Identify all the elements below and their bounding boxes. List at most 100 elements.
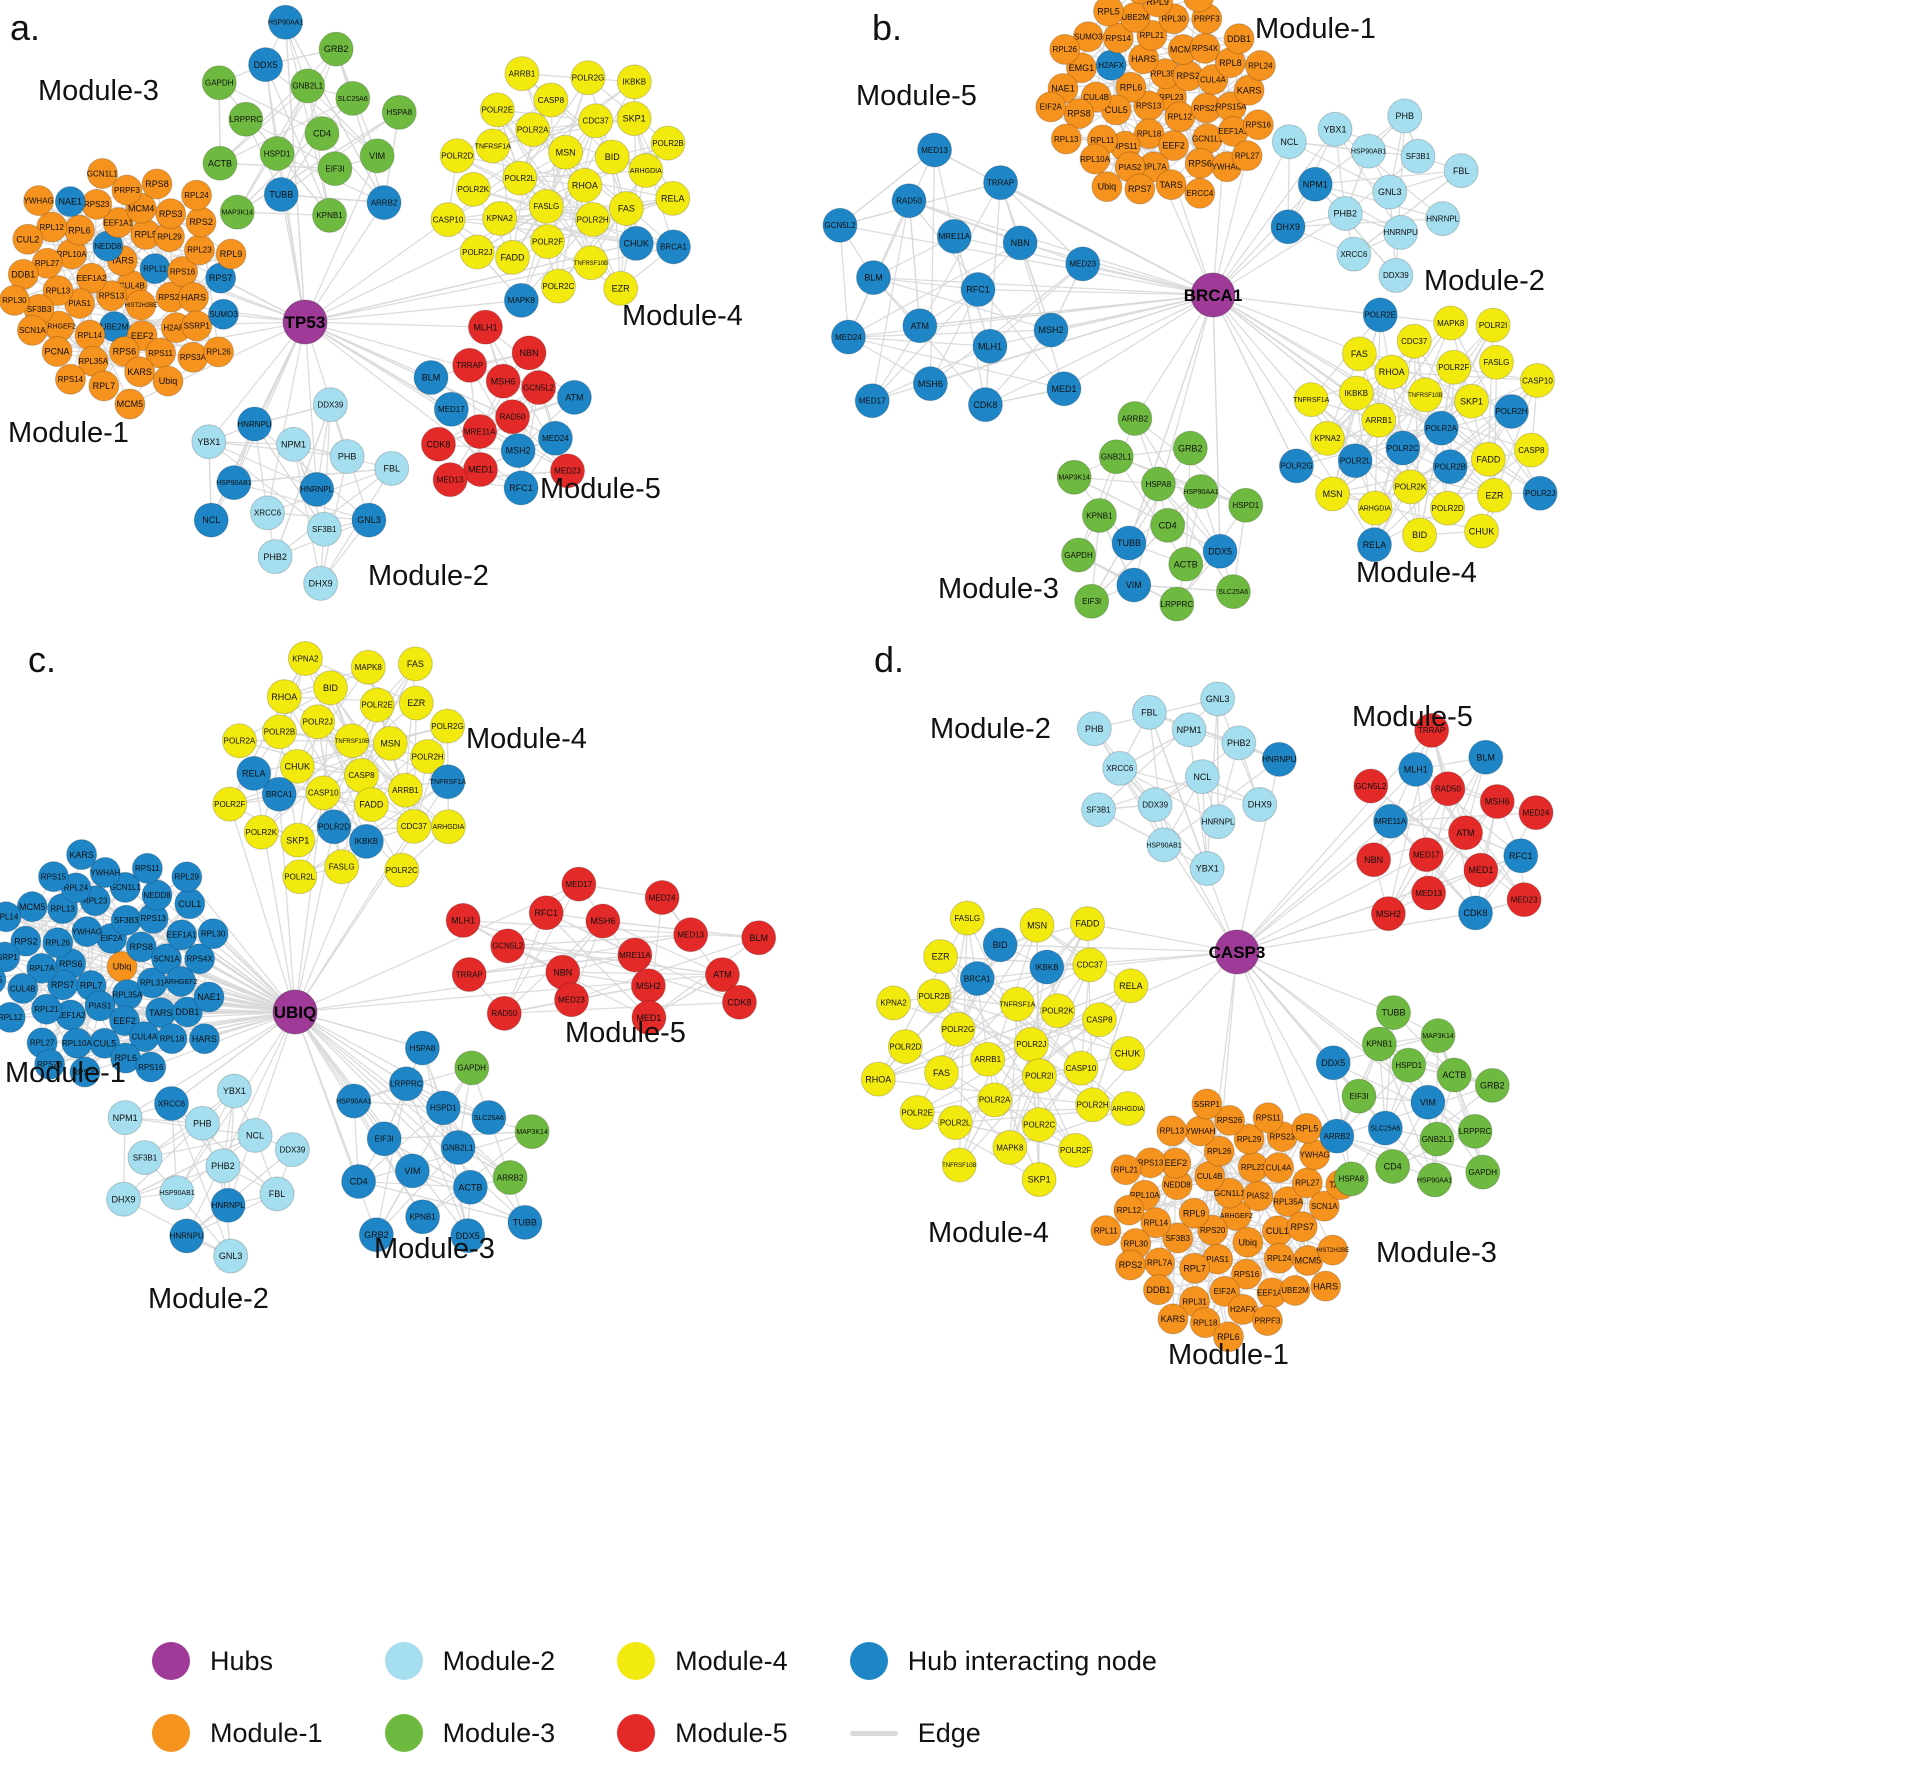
node-TRRAP[interactable]: TRRAP [983, 165, 1019, 201]
hub-node-CASP3[interactable]: CASP3 [1209, 929, 1266, 975]
node-FAS[interactable]: FAS [1341, 336, 1377, 372]
node-TNFRSF10B[interactable]: TNFRSF10B [334, 723, 370, 759]
node-RAD50[interactable]: RAD50 [891, 183, 927, 219]
node-HSP90AA1[interactable]: HSP90AA1 [1183, 474, 1219, 510]
node-PHB2[interactable]: PHB2 [1221, 725, 1257, 761]
node-DDX39[interactable]: DDX39 [1137, 787, 1173, 823]
node-RPS14[interactable]: RPS14 [1102, 22, 1134, 54]
node-SLC25A6[interactable]: SLC25A6 [1367, 1110, 1403, 1146]
node-HSPA8[interactable]: HSPA8 [1140, 466, 1176, 502]
node-RPL24[interactable]: RPL24 [181, 179, 213, 211]
node-MED24[interactable]: MED24 [644, 880, 680, 916]
node-CD4[interactable]: CD4 [341, 1163, 377, 1199]
node-EEF1A2[interactable]: EEF1A2 [76, 262, 108, 294]
node-MED13[interactable]: MED13 [917, 132, 953, 168]
node-MSN[interactable]: MSN [372, 725, 408, 761]
node-YBX1[interactable]: YBX1 [1317, 111, 1353, 147]
node-RPS2[interactable]: RPS2 [1114, 1249, 1146, 1281]
node-FADD[interactable]: FADD [1470, 441, 1506, 477]
node-GCN1L1[interactable]: GCN1L1 [1214, 1177, 1246, 1209]
node-SLC25A6[interactable]: SLC25A6 [1215, 574, 1251, 610]
node-RPS3[interactable]: RPS3 [155, 198, 187, 230]
node-RPL27[interactable]: RPL27 [1291, 1167, 1323, 1199]
node-KPNB1[interactable]: KPNB1 [1081, 497, 1117, 533]
node-NPM1[interactable]: NPM1 [276, 426, 312, 462]
node-POLR2B[interactable]: POLR2B [261, 714, 297, 750]
node-RELA[interactable]: RELA [236, 755, 272, 791]
node-POLR2L[interactable]: POLR2L [937, 1105, 973, 1141]
node-RPL26[interactable]: RPL26 [203, 336, 235, 368]
node-XRCC6[interactable]: XRCC6 [249, 495, 285, 531]
node-RPL29[interactable]: RPL29 [1233, 1123, 1265, 1155]
node-RPS11[interactable]: RPS11 [131, 852, 163, 884]
node-RPL6[interactable]: RPL6 [1115, 71, 1147, 103]
node-GNL3[interactable]: GNL3 [1200, 681, 1236, 717]
node-MLH1[interactable]: MLH1 [972, 328, 1008, 364]
node-BRCA1[interactable]: BRCA1 [261, 776, 297, 812]
node-RPL30[interactable]: RPL30 [0, 284, 30, 316]
node-HSP90AA1[interactable]: HSP90AA1 [1417, 1162, 1453, 1198]
node-RPS16[interactable]: RPS16 [135, 1051, 167, 1083]
node-FASLG[interactable]: FASLG [528, 188, 564, 224]
node-CHUK[interactable]: CHUK [618, 225, 654, 261]
node-RPL10A[interactable]: RPL10A [1079, 143, 1111, 175]
node-ARHGDIA[interactable]: ARHGDIA [430, 809, 466, 845]
node-POLR2C[interactable]: POLR2C [1021, 1107, 1057, 1143]
node-RPL11[interactable]: RPL11 [139, 253, 171, 285]
node-MLH1[interactable]: MLH1 [445, 902, 481, 938]
node-PIAS2[interactable]: PIAS2 [1242, 1180, 1274, 1212]
node-CDK8[interactable]: CDK8 [420, 426, 456, 462]
node-PHB[interactable]: PHB [1076, 711, 1112, 747]
node-PIAS1[interactable]: PIAS1 [84, 990, 116, 1022]
node-EIF3I[interactable]: EIF3I [1074, 583, 1110, 619]
node-POLR2B[interactable]: POLR2B [650, 125, 686, 161]
node-IKBKB[interactable]: IKBKB [348, 823, 384, 859]
node-MCM5[interactable]: MCM5 [1167, 34, 1199, 66]
node-MAP3K14[interactable]: MAP3K14 [1420, 1018, 1456, 1054]
node-SF3B3[interactable]: SF3B3 [110, 904, 142, 936]
node-MED23[interactable]: MED23 [554, 982, 590, 1018]
node-RPL5[interactable]: RPL5 [0, 965, 7, 995]
node-MSH6[interactable]: MSH6 [1479, 783, 1515, 819]
node-RPS3A[interactable]: RPS3A [177, 341, 209, 373]
node-SCN1A[interactable]: SCN1A [1308, 1190, 1340, 1222]
node-RPL26[interactable]: RPL26 [42, 927, 74, 959]
node-DDB1[interactable]: DDB1 [7, 258, 39, 290]
node-POLR2J[interactable]: POLR2J [300, 704, 336, 740]
node-DDX5[interactable]: DDX5 [1202, 533, 1238, 569]
node-CASP10[interactable]: CASP10 [1519, 362, 1555, 398]
node-TNFRSF1A[interactable]: TNFRSF1A [999, 986, 1036, 1022]
node-RPL10A[interactable]: RPL10A [61, 1027, 93, 1059]
node-CUL4B[interactable]: CUL4B [7, 972, 39, 1004]
node-ACTB[interactable]: ACTB [202, 145, 238, 181]
node-HIST2H2BE[interactable]: HIST2H2BE [125, 289, 158, 321]
node-RPS15[interactable]: RPS15 [37, 861, 69, 893]
node-SLC25A6[interactable]: SLC25A6 [471, 1100, 507, 1136]
node-DHX9[interactable]: DHX9 [303, 565, 339, 601]
node-RPL7[interactable]: RPL7 [1179, 1252, 1211, 1284]
node-RELA[interactable]: RELA [1356, 527, 1392, 563]
node-HSP90AA1[interactable]: HSP90AA1 [336, 1083, 372, 1119]
node-RPL9[interactable]: RPL9 [1178, 1197, 1210, 1229]
node-RPS16[interactable]: RPS16 [1231, 1258, 1263, 1290]
node-CUL4A[interactable]: CUL4A [1263, 1152, 1295, 1184]
node-LRPPRC[interactable]: LRPPRC [228, 101, 264, 137]
node-CDK8[interactable]: CDK8 [967, 387, 1003, 423]
node-MRE11A[interactable]: MRE11A [617, 937, 653, 973]
node-ARHGDIA[interactable]: ARHGDIA [1357, 490, 1393, 526]
node-RPL13[interactable]: RPL13 [42, 275, 74, 307]
node-GCN5L2[interactable]: GCN5L2 [521, 370, 557, 406]
node-DDX39[interactable]: DDX39 [312, 387, 348, 423]
node-RPL7A[interactable]: RPL7A [26, 952, 58, 984]
node-GRB2[interactable]: GRB2 [318, 31, 354, 67]
node-GCN1L1[interactable]: GCN1L1 [87, 157, 119, 189]
node-RPL35A[interactable]: RPL35A [1272, 1186, 1304, 1218]
node-NCL[interactable]: NCL [237, 1117, 273, 1153]
node-ATM[interactable]: ATM [556, 379, 592, 415]
node-NAE1[interactable]: NAE1 [54, 186, 86, 218]
node-RPL13[interactable]: RPL13 [1156, 1115, 1188, 1147]
node-POLR2I[interactable]: POLR2I [1021, 1058, 1057, 1094]
node-Ubiq[interactable]: Ubiq [1091, 171, 1123, 203]
node-SKP1[interactable]: SKP1 [280, 822, 316, 858]
node-SKP1[interactable]: SKP1 [1021, 1162, 1057, 1198]
